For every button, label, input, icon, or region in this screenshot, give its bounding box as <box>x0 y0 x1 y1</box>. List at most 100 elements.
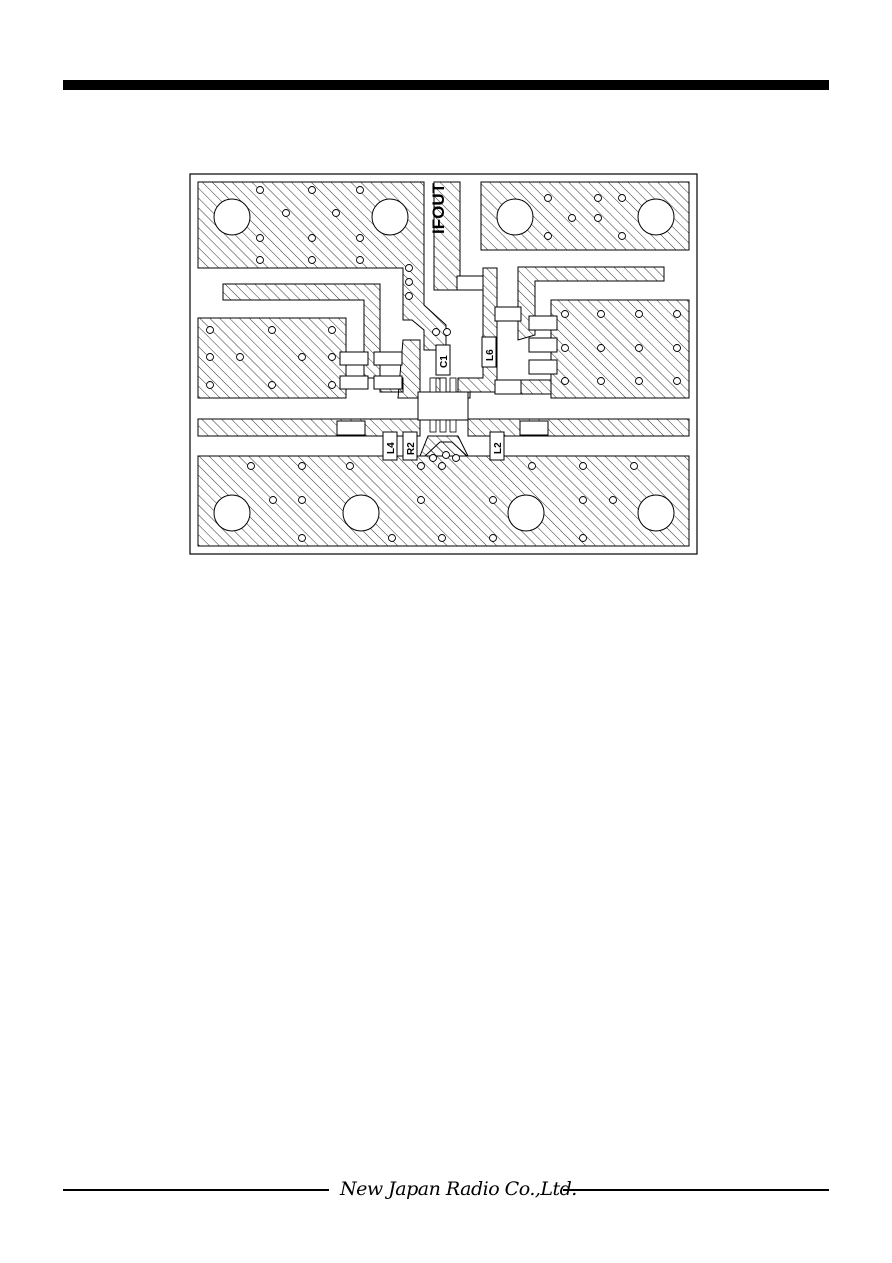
via-hole <box>489 534 497 542</box>
via-hole <box>544 194 552 202</box>
label-l6: L6 <box>485 349 496 361</box>
via-hole <box>356 186 364 194</box>
via-hole <box>635 310 643 318</box>
ground-pad-mid-right <box>550 299 690 399</box>
mounting-hole <box>213 198 251 236</box>
via-hole <box>308 256 316 264</box>
label-r2: R2 <box>406 442 417 455</box>
via-hole <box>597 344 605 352</box>
via-hole <box>206 381 214 389</box>
component-c1 <box>435 344 451 376</box>
via-hole <box>328 326 336 334</box>
via-hole <box>206 353 214 361</box>
smd-pad <box>456 275 484 291</box>
via-hole <box>346 462 354 470</box>
via-hole <box>609 496 617 504</box>
via-hole <box>443 328 451 336</box>
via-hole <box>405 278 413 286</box>
via-hole <box>298 534 306 542</box>
via-hole <box>328 381 336 389</box>
via-hole <box>635 344 643 352</box>
component-l6 <box>481 336 497 368</box>
via-hole <box>417 496 425 504</box>
smd-pad <box>528 315 558 331</box>
via-hole <box>308 234 316 242</box>
label-l2: L2 <box>493 442 504 454</box>
via-hole <box>256 256 264 264</box>
lead-fan-bottom <box>419 435 469 457</box>
smd-pad <box>528 359 558 375</box>
via-hole <box>594 214 602 222</box>
via-hole <box>417 462 425 470</box>
via-hole <box>298 353 306 361</box>
via-hole <box>268 326 276 334</box>
label-ifout: IFOUT <box>429 182 448 234</box>
ic-lead <box>449 377 457 393</box>
via-hole <box>298 496 306 504</box>
smd-pad <box>373 351 403 366</box>
via-hole <box>405 292 413 300</box>
via-hole <box>594 194 602 202</box>
mounting-hole <box>637 198 675 236</box>
via-hole <box>268 381 276 389</box>
via-hole <box>568 214 576 222</box>
via-hole <box>579 496 587 504</box>
via-hole <box>618 194 626 202</box>
label-l4: L4 <box>386 442 397 454</box>
via-hole <box>528 462 536 470</box>
via-hole <box>618 232 626 240</box>
ic-lead <box>439 419 447 433</box>
mounting-hole <box>213 494 251 532</box>
via-hole <box>282 209 290 217</box>
via-hole <box>438 534 446 542</box>
via-hole <box>308 186 316 194</box>
mounting-hole <box>507 494 545 532</box>
smd-pad <box>494 306 522 322</box>
bias-trace-top-right <box>517 266 665 341</box>
smd-pad <box>528 337 558 353</box>
ic-lead <box>429 419 437 433</box>
smd-pad <box>336 420 366 436</box>
smd-pad <box>373 375 403 390</box>
company-logo-text: New Japan Radio Co.,Ltd. <box>340 1178 577 1200</box>
via-hole <box>635 377 643 385</box>
footer-rule-right <box>563 1189 829 1191</box>
smd-pad <box>519 420 549 436</box>
ic-lead <box>429 377 437 393</box>
via-hole <box>489 496 497 504</box>
via-hole <box>236 353 244 361</box>
via-hole <box>256 234 264 242</box>
via-hole <box>673 377 681 385</box>
via-hole <box>247 462 255 470</box>
via-hole <box>388 534 396 542</box>
smd-pad <box>339 375 369 390</box>
via-hole <box>579 534 587 542</box>
mounting-hole <box>637 494 675 532</box>
via-hole <box>432 328 440 336</box>
via-hole <box>452 454 460 462</box>
mounting-hole <box>342 494 380 532</box>
component-r2 <box>402 431 418 461</box>
mounting-hole <box>371 198 409 236</box>
via-hole <box>332 209 340 217</box>
via-hole <box>544 232 552 240</box>
via-hole <box>298 462 306 470</box>
via-hole <box>630 462 638 470</box>
via-hole <box>438 462 446 470</box>
via-hole <box>597 310 605 318</box>
via-hole <box>328 353 336 361</box>
via-hole <box>673 344 681 352</box>
via-hole <box>561 377 569 385</box>
via-hole <box>269 496 277 504</box>
smd-pad <box>494 379 522 395</box>
via-hole <box>673 310 681 318</box>
smd-pad <box>339 351 369 366</box>
mounting-hole <box>496 198 534 236</box>
via-hole <box>579 462 587 470</box>
header-bar <box>63 80 829 90</box>
label-c1: C1 <box>439 355 450 368</box>
via-hole <box>561 344 569 352</box>
via-hole <box>206 326 214 334</box>
via-hole <box>597 377 605 385</box>
